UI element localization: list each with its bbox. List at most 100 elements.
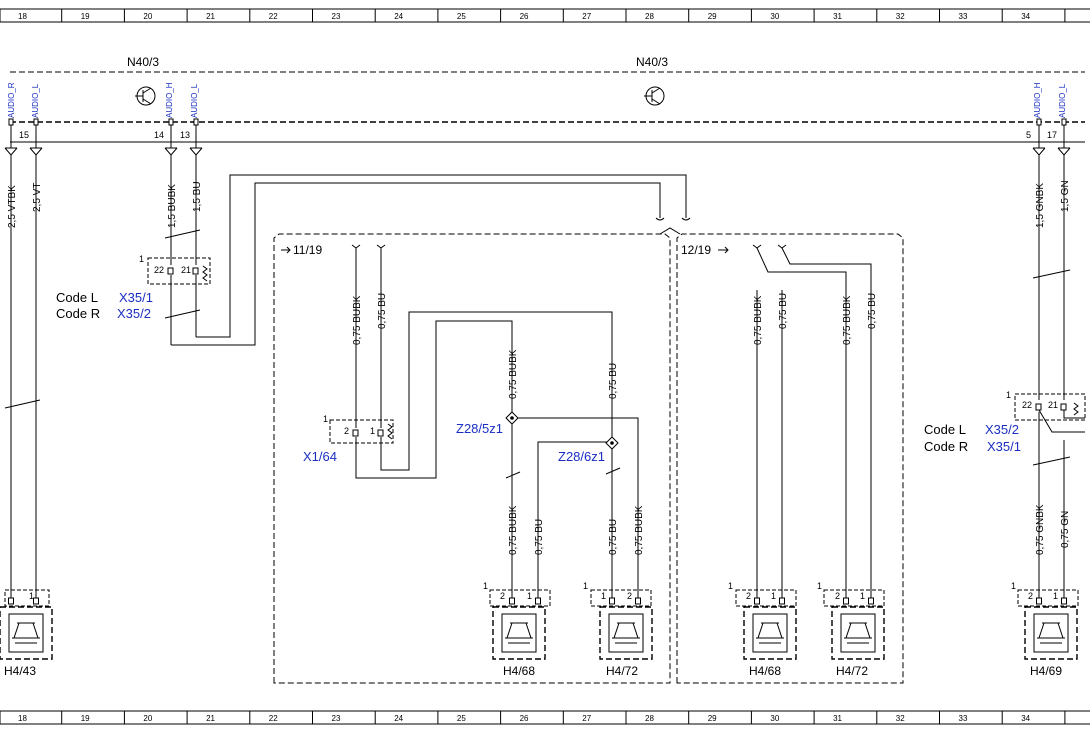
pin-number: 1 <box>323 414 328 424</box>
pin-number: 1 <box>860 591 865 601</box>
speakers <box>0 589 1079 660</box>
ruler-column-number: 24 <box>394 12 403 21</box>
wire-label: 0,75 BUBK <box>753 295 764 345</box>
pin-number: 1 <box>1006 390 1011 400</box>
pin-number: 17 <box>1047 130 1057 140</box>
wires-right <box>1014 125 1086 600</box>
ruler-column-number: 27 <box>582 714 591 723</box>
ruler-column-number: 23 <box>332 714 341 723</box>
speaker-label[interactable]: H4/68 <box>749 664 781 678</box>
ref-11-19[interactable]: 11/19 <box>293 243 322 257</box>
ruler-column-number: 25 <box>457 714 466 723</box>
speaker-icon[interactable] <box>489 589 551 660</box>
ruler-column-number: 32 <box>896 714 905 723</box>
speaker-label[interactable]: H4/68 <box>503 664 535 678</box>
wire-label: 0,75 BUBK <box>508 505 519 555</box>
pin-number: 1 <box>601 591 606 601</box>
ruler-column-number: 29 <box>708 12 717 21</box>
arrow-right-icon <box>718 246 729 254</box>
pin-number: 15 <box>19 130 29 140</box>
ruler-column-number: 26 <box>520 12 529 21</box>
pin-number: 2 <box>1028 591 1033 601</box>
wire-label: 0,75 BU <box>534 519 545 555</box>
signal-label: AUDIO_R <box>7 82 16 118</box>
wire-label: 0,75 BU <box>608 519 619 555</box>
ruler-column-number: 30 <box>770 714 779 723</box>
pin-number: 21 <box>1048 400 1058 410</box>
speaker-label[interactable]: H4/43 <box>4 664 36 678</box>
wire-label: 1,5 BUBK <box>167 184 178 228</box>
ruler-column-number: 32 <box>896 12 905 21</box>
wire-label: 0,75 BUBK <box>842 295 853 345</box>
x35-2-link[interactable]: X35/2 <box>985 422 1019 437</box>
speaker-icon[interactable] <box>590 589 653 660</box>
pin-number: 1 <box>370 426 375 436</box>
wire-label: 0,75 BU <box>867 293 878 329</box>
pin-number: 2 <box>500 591 505 601</box>
ruler-column-number: 30 <box>770 12 779 21</box>
z28-6z1-link[interactable]: Z28/6z1 <box>558 449 605 464</box>
pin-number: 1 <box>771 591 776 601</box>
ruler-column-number: 29 <box>708 714 717 723</box>
x1-64-link[interactable]: X1/64 <box>303 449 337 464</box>
ruler-column-number: 19 <box>81 12 90 21</box>
speaker-icon[interactable] <box>735 589 797 660</box>
arrow-right-icon <box>281 246 291 254</box>
pin-number: 1 <box>1053 591 1058 601</box>
ruler-column-number: 31 <box>833 714 842 723</box>
ruler-column-number: 28 <box>645 714 654 723</box>
pin-number: 13 <box>180 130 190 140</box>
ruler-column-number: 19 <box>81 714 90 723</box>
ruler-column-number: 33 <box>959 12 968 21</box>
x35-1-link[interactable]: X35/1 <box>119 290 153 305</box>
n40-3-label-left: N40/3 <box>127 55 159 69</box>
speaker-icon[interactable] <box>1017 589 1079 660</box>
pin-number: 1 <box>817 581 822 591</box>
ref-12-19[interactable]: 12/19 <box>681 243 711 257</box>
z28-5z1-link[interactable]: Z28/5z1 <box>456 421 503 436</box>
wire-label: 1,5 GN <box>1060 180 1071 212</box>
signal-label: AUDIO_H <box>165 82 174 118</box>
speaker-label[interactable]: H4/72 <box>836 664 868 678</box>
wire-label: 1,5 BU <box>192 181 203 212</box>
ruler-column-number: 28 <box>645 12 654 21</box>
code-r-label: Code R <box>56 306 100 321</box>
ruler-column-number: 20 <box>143 12 152 21</box>
connector-pins <box>352 429 384 437</box>
x35-2-link[interactable]: X35/2 <box>117 306 151 321</box>
pin-number: 1 <box>483 581 488 591</box>
signal-label: AUDIO_L <box>1058 83 1067 118</box>
pin-number: 2 <box>344 426 349 436</box>
signal-label: AUDIO_L <box>190 83 199 118</box>
wire-label: 2,5 VTBK <box>7 185 18 228</box>
speaker-icon[interactable] <box>0 589 53 660</box>
connector-pins <box>1035 403 1067 411</box>
pin-number: 22 <box>154 265 164 275</box>
code-r-label: Code R <box>924 439 968 454</box>
wire-label: 0,75 BUBK <box>634 505 645 555</box>
speaker-label[interactable]: H4/69 <box>1030 664 1062 678</box>
ruler-column-number: 26 <box>520 714 529 723</box>
wire-label: 0,75 BUBK <box>508 349 519 399</box>
wires-col21 <box>147 125 691 346</box>
n40-3-unit <box>10 71 1085 143</box>
splice-dot <box>510 416 614 445</box>
speaker-label[interactable]: H4/72 <box>606 664 638 678</box>
pin-number: 1 <box>728 581 733 591</box>
x35-1-link[interactable]: X35/1 <box>987 439 1021 454</box>
pin-number: 14 <box>154 130 164 140</box>
pin-number: 1 <box>583 581 588 591</box>
ruler-column-number: 34 <box>1021 12 1030 21</box>
ruler-column-number: 18 <box>18 714 27 723</box>
ruler-column-number: 27 <box>582 12 591 21</box>
pin-number: 1 <box>139 254 144 264</box>
pin-number: 1 <box>1011 581 1016 591</box>
transistor-icon <box>644 86 665 106</box>
speaker-icon[interactable] <box>823 589 885 660</box>
ruler-column-number: 25 <box>457 12 466 21</box>
ruler-column-number: 33 <box>959 714 968 723</box>
transistor-icon <box>135 86 156 106</box>
ruler-column-number: 22 <box>269 714 278 723</box>
